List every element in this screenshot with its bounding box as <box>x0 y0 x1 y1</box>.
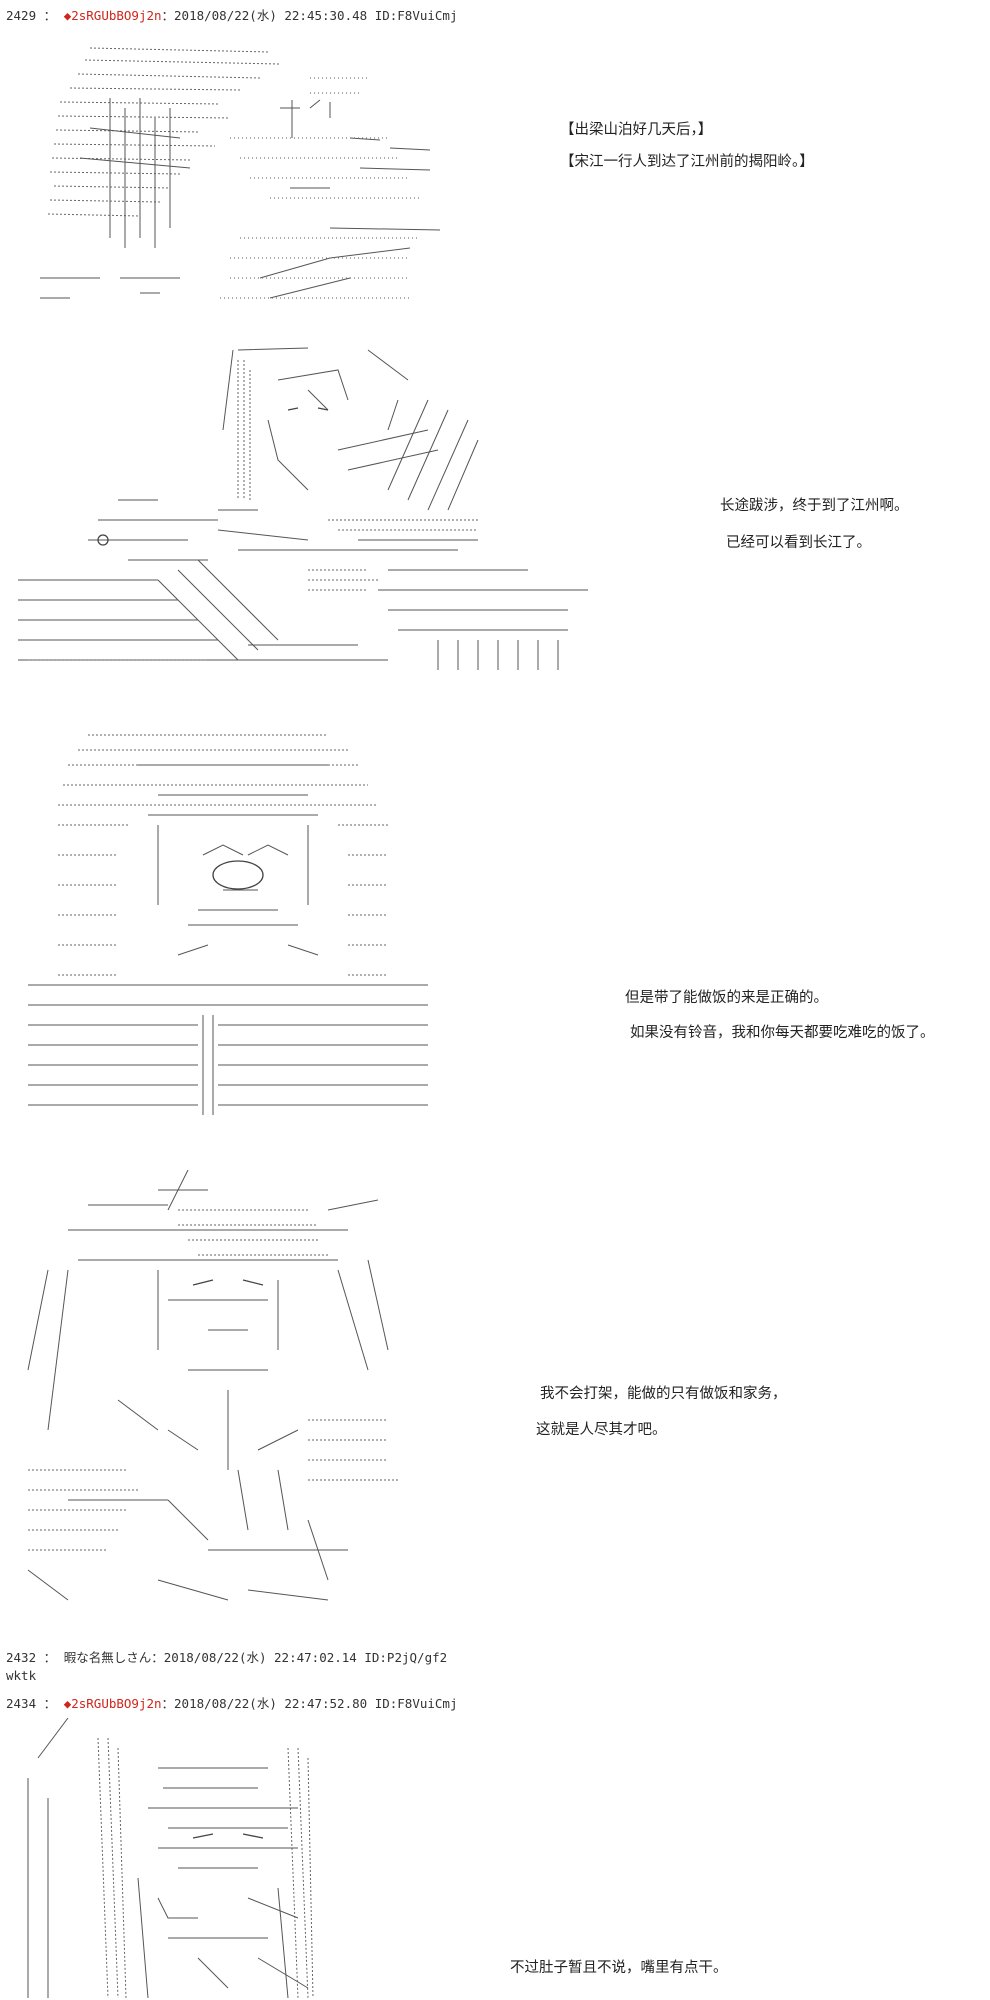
girl-standing-illustration <box>27 1170 398 1601</box>
separator: ： <box>43 1696 57 1711</box>
boat-scene-illustration <box>18 347 588 670</box>
caption-dialogue-7: 不过肚子暂且不说，嘴里有点干。 <box>510 1960 728 1976</box>
post-datetime: ：2018/08/22(水) 22:47:02.14 <box>151 1650 357 1665</box>
post-header-2434: 2434 ： ◆2sRGUbBO9j2n：2018/08/22(水) 22:47… <box>6 1696 457 1712</box>
caption-dialogue-5: 我不会打架，能做的只有做饭和家务， <box>540 1386 787 1402</box>
ascii-art-landscape <box>30 38 480 308</box>
ascii-art-girl-portrait <box>8 725 448 1125</box>
caption-dialogue-3: 但是带了能做饭的来是正确的。 <box>625 990 828 1006</box>
landscape-illustration <box>40 47 441 299</box>
separator: ： <box>43 8 57 23</box>
caption-narration-1: 【出梁山泊好几天后，】 <box>560 122 713 138</box>
post-number[interactable]: 2432 <box>6 1650 37 1665</box>
ascii-art-boat-scene <box>8 340 588 680</box>
post-body-2432: wktk <box>6 1668 37 1683</box>
caption-dialogue-1: 长途跋涉，终于到了江州啊。 <box>720 498 909 514</box>
caption-dialogue-2: 已经可以看到长江了。 <box>726 535 871 551</box>
post-number[interactable]: 2434 <box>6 1696 37 1711</box>
girl-portrait-illustration <box>28 734 428 1115</box>
post-id[interactable]: ID:F8VuiCmj <box>374 8 458 23</box>
post-datetime: ：2018/08/22(水) 22:47:52.80 <box>161 1696 368 1711</box>
ascii-art-girl-with-hat <box>8 1718 428 2000</box>
post-id[interactable]: ID:F8VuiCmj <box>374 1696 458 1711</box>
post-datetime: ：2018/08/22(水) 22:45:30.48 <box>161 8 368 23</box>
ascii-art-girl-standing <box>8 1170 418 1610</box>
caption-dialogue-4: 如果没有铃音，我和你每天都要吃难吃的饭了。 <box>630 1025 935 1041</box>
author-trip: ◆2sRGUbBO9j2n <box>63 8 162 23</box>
caption-narration-2: 【宋江一行人到达了江州前的揭阳岭。】 <box>560 154 814 170</box>
caption-dialogue-6: 这就是人尽其才吧。 <box>536 1422 667 1438</box>
post-header-2429: 2429 ： ◆2sRGUbBO9j2n：2018/08/22(水) 22:45… <box>6 8 457 24</box>
separator: ： <box>43 1650 57 1665</box>
post-header-2432: 2432 ： 暇な名無しさん：2018/08/22(水) 22:47:02.14… <box>6 1650 447 1666</box>
post-number[interactable]: 2429 <box>6 8 37 23</box>
author-name: 暇な名無しさん <box>63 1650 152 1665</box>
girl-with-hat-illustration <box>27 1718 314 1999</box>
post-id[interactable]: ID:P2jQ/gf2 <box>364 1650 448 1665</box>
author-trip: ◆2sRGUbBO9j2n <box>63 1696 162 1711</box>
